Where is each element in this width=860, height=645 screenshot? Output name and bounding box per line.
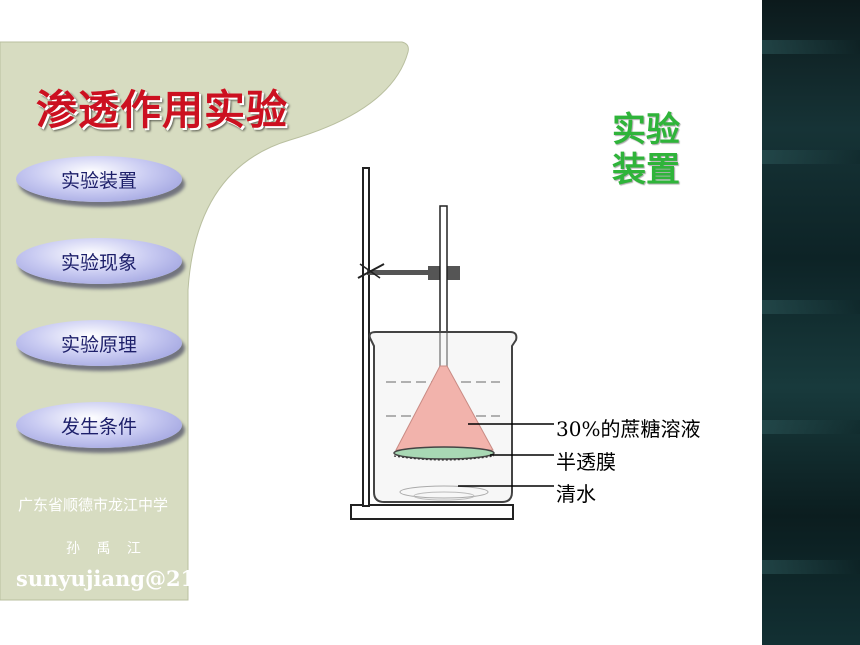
clamp-arm — [367, 270, 433, 275]
author-email: sunyujiang@21cn.com — [16, 566, 280, 591]
section-heading: 实验装置 — [612, 110, 680, 190]
label-water: 清水 — [556, 482, 596, 506]
nav-button-principle[interactable]: 实验原理 — [16, 320, 182, 366]
decorative-side-panel — [762, 0, 860, 645]
stand-rod — [362, 167, 370, 507]
page-title: 渗透作用实验 — [36, 86, 288, 134]
nav-button-label: 发生条件 — [60, 415, 137, 438]
stand-base — [350, 504, 514, 520]
nav-button-setup[interactable]: 实验装置 — [16, 156, 182, 202]
nav-button-label: 实验装置 — [60, 169, 137, 192]
label-membrane: 半透膜 — [556, 450, 616, 474]
nav-button-label: 实验现象 — [60, 251, 137, 274]
sucrose-solution — [395, 365, 494, 451]
label-sucrose-solution: 30%的蔗糖溶液 — [556, 417, 701, 441]
author-name: 孙 禹 江 — [66, 541, 147, 557]
nav-button-conditions[interactable]: 发生条件 — [16, 402, 182, 448]
semipermeable-membrane — [393, 446, 495, 460]
osmosis-apparatus-diagram — [350, 167, 554, 520]
nav-button-label: 实验原理 — [60, 333, 137, 356]
school-name: 广东省顺德市龙江中学 — [18, 496, 169, 514]
nav-button-phenomenon[interactable]: 实验现象 — [16, 238, 182, 284]
